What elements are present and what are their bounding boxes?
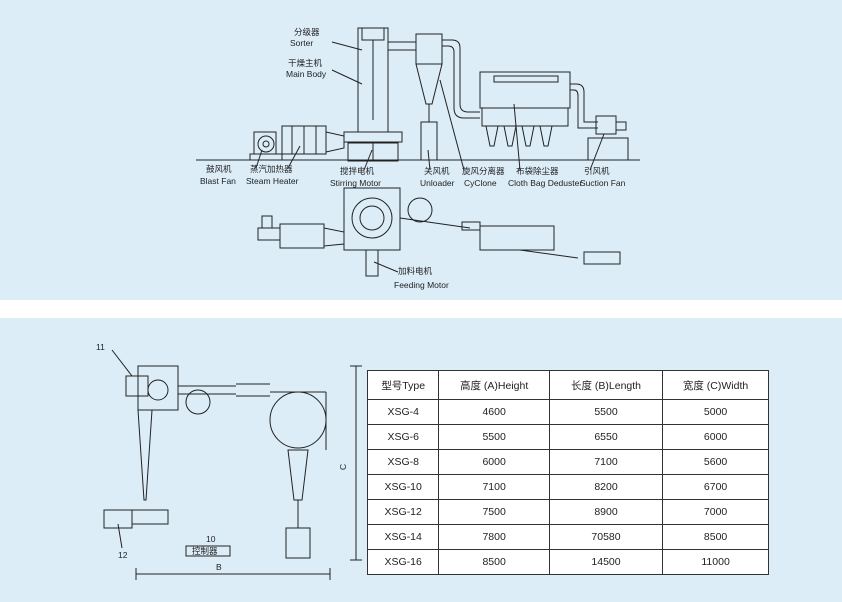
cell-height: 7100 [438,474,550,500]
cell-height: 7500 [438,499,550,525]
cell-type: XSG-14 [366,524,440,550]
table-header-row: 型号Type 高度 (A)Height 长度 (B)Length 宽度 (C)W… [366,370,769,400]
unloader-label-cn: 关风机 [424,166,450,176]
cyclone-separator [387,33,443,161]
cell-height: 4600 [438,399,550,425]
blast-fan-label-en: Blast Fan [200,176,236,186]
col-type-header: 型号Type [366,370,440,400]
cell-type: XSG-4 [366,399,440,425]
cell-height: 5500 [438,424,550,450]
cell-length: 8900 [548,499,664,525]
main-body-label-en: Main Body [286,69,327,79]
unloader-label-en: Unloader [420,178,455,188]
steam-heater [281,125,345,155]
suction-fan [587,115,629,161]
deduster-label-en: Cloth Bag Deduster [508,178,582,188]
col-length-header: 长度 (B)Length [548,370,664,400]
steam-heater-label-en: Steam Heater [246,176,299,186]
cell-length: 8200 [548,474,664,500]
col-width-header: 宽度 (C)Width [662,370,769,400]
cell-width: 6000 [662,424,769,450]
col-height-header: 高度 (A)Height [438,370,550,400]
main-body-label-cn: 干燥主机 [288,58,323,68]
cell-width: 5000 [662,399,769,425]
cell-length: 5500 [548,399,664,425]
cell-type: XSG-6 [366,424,440,450]
cell-height: 7800 [438,524,550,550]
stirring-motor-label-cn: 搅拌电机 [340,166,375,176]
suction-fan-label-en: Suction Fan [580,178,626,188]
suction-pipe [570,83,598,129]
cell-width: 5600 [662,449,769,475]
sorter-label-cn: 分级器 [294,27,320,37]
stirring-motor-label-en: Stirring Motor [330,178,381,188]
cell-height: 8500 [438,549,550,575]
dimension-spec-table: 型号Type 高度 (A)Height 长度 (B)Length 宽度 (C)W… [366,370,769,575]
cell-length: 6550 [548,424,664,450]
cell-length: 7100 [548,449,664,475]
process-flow-diagram: 分级器 Sorter 干燥主机 Main Body 鼓风机 Blast Fan … [196,27,640,290]
cell-type: XSG-16 [366,549,440,575]
feeding-motor-label-cn: 加料电机 [398,266,433,276]
bag-deduster [479,71,571,161]
deduster-label-cn: 布袋除尘器 [516,166,559,176]
leader-lines [255,41,605,273]
feeding-motor-label-en: Feeding Motor [394,280,449,290]
cell-type: XSG-12 [366,499,440,525]
cell-type: XSG-8 [366,449,440,475]
cyclone-label-en: CyClone [464,178,497,188]
blast-fan-label-cn: 鼓风机 [206,164,232,174]
cell-length: 70580 [548,524,664,550]
plan-view [257,187,621,277]
cell-width: 11000 [662,549,769,575]
suction-fan-label-cn: 引风机 [584,166,610,176]
steam-heater-label-cn: 蒸汽加热器 [250,164,293,174]
cell-height: 6000 [438,449,550,475]
cell-width: 8500 [662,524,769,550]
cell-length: 14500 [548,549,664,575]
cyclone-label-cn: 旋风分离器 [462,166,505,176]
cell-type: XSG-10 [366,474,440,500]
cell-width: 6700 [662,474,769,500]
cell-width: 7000 [662,499,769,525]
sorter-label-en: Sorter [290,38,313,48]
blast-fan-unit [249,131,283,161]
duct-pipe [442,39,480,119]
